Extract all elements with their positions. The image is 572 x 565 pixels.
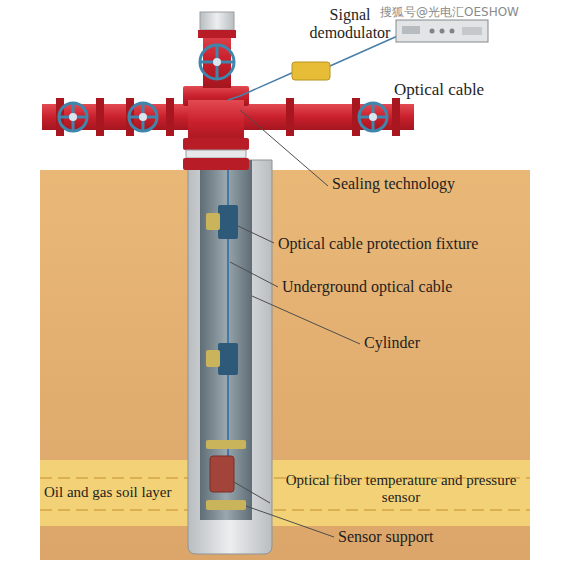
layer-dash — [40, 509, 530, 511]
part-label: Underground optical cable — [282, 278, 452, 296]
part-label: Sealing technology — [332, 175, 455, 193]
stem-flange — [198, 30, 236, 38]
optical-cable — [228, 72, 294, 100]
part-label: Sensor support — [338, 528, 434, 546]
layer-label: Oil and gas soil layer — [44, 484, 171, 501]
sensor — [210, 456, 234, 492]
ground — [40, 170, 530, 560]
sensor-support — [206, 440, 246, 449]
part-label: Cylinder — [364, 334, 420, 352]
signal-demodulator-device — [396, 20, 488, 42]
valve-hub — [69, 58, 377, 121]
sensor-support — [206, 500, 246, 510]
valve-wheel — [59, 45, 387, 131]
junction-box — [292, 62, 330, 80]
cylinder-tube — [200, 160, 252, 520]
seal-ring — [186, 150, 246, 158]
wellhead-flange — [183, 138, 249, 150]
stem-cap — [200, 12, 234, 30]
casing — [188, 160, 272, 554]
part-label: Optical cable — [394, 80, 484, 100]
part-label: Optical fiber temperature and pressure s… — [276, 472, 526, 507]
oil-gas-layer — [40, 460, 530, 526]
watermark: 搜狐号@光电汇OESHOW — [380, 6, 519, 20]
cable-fixture — [206, 205, 238, 375]
part-label: Optical cable protection fixture — [278, 235, 478, 253]
wellhead-body — [188, 100, 244, 144]
wellhead-flange — [183, 158, 249, 170]
